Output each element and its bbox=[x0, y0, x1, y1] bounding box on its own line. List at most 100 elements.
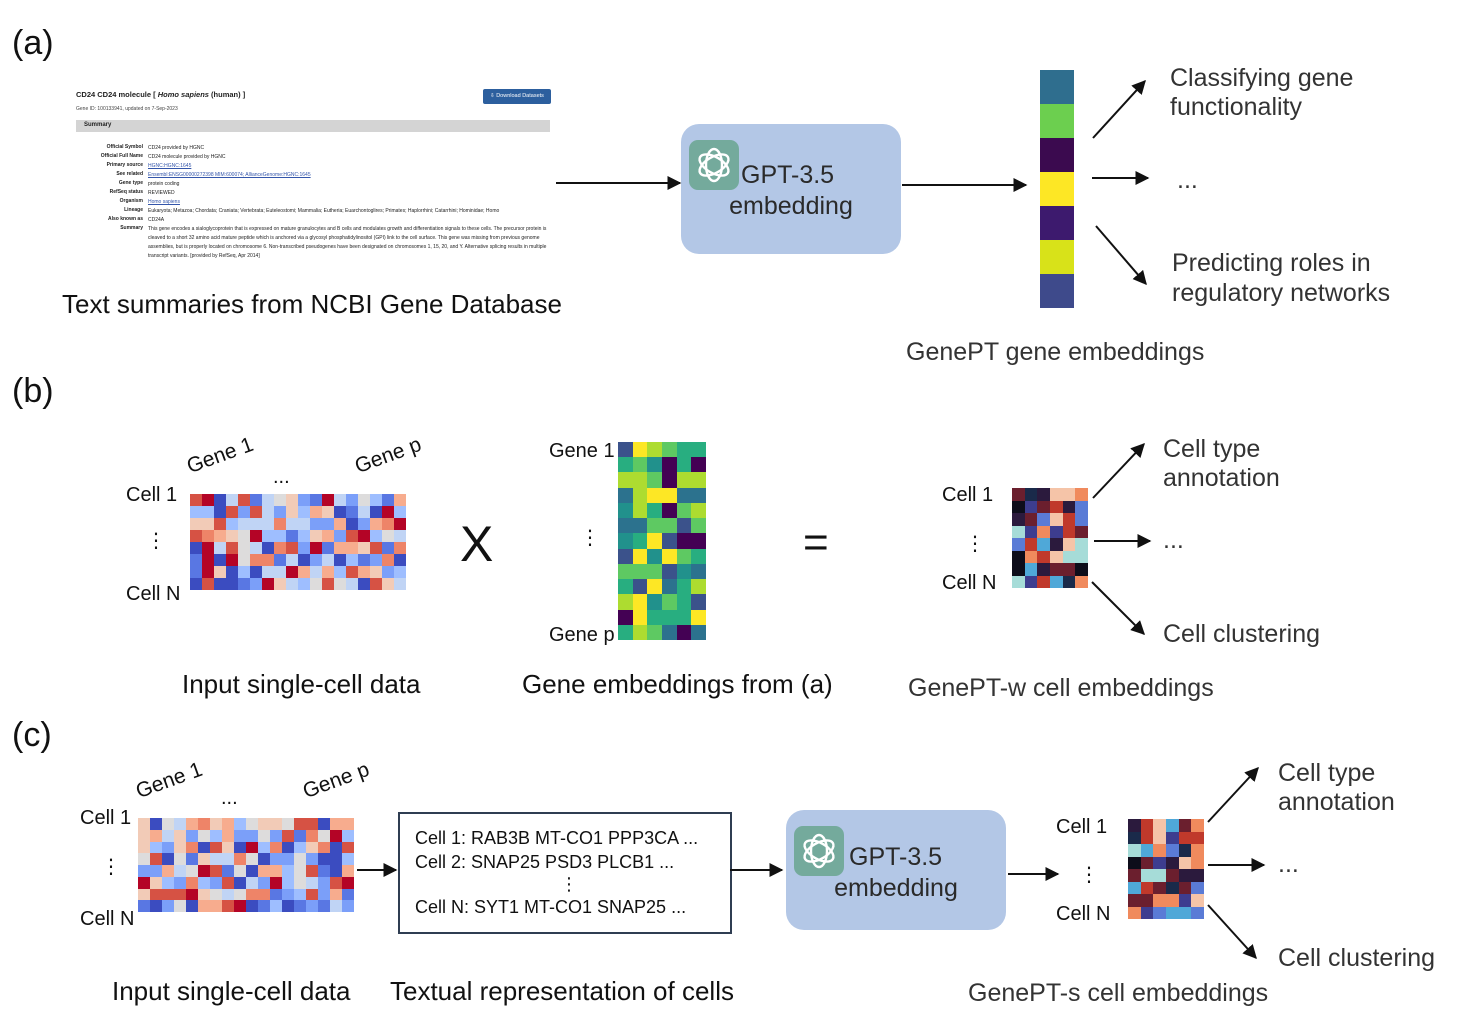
heatmap-cell bbox=[370, 554, 382, 566]
heatmap-cell bbox=[234, 829, 246, 842]
heatmap-cell bbox=[270, 841, 282, 854]
heatmap-cell bbox=[394, 578, 406, 590]
heatmap-cell bbox=[1153, 894, 1166, 907]
caption-input-c: Input single-cell data bbox=[112, 976, 351, 1006]
ncbi-field-value: Ensembl:ENSG00000272398 MIM:600074; Alli… bbox=[148, 172, 311, 178]
heatmap-cell bbox=[190, 554, 202, 566]
gpt-embedding-box-a: GPT-3.5 embedding bbox=[681, 124, 901, 254]
heatmap-cell bbox=[1178, 881, 1192, 894]
heatmap-cell bbox=[286, 494, 298, 506]
heatmap-cell bbox=[246, 829, 258, 842]
ncbi-field-key: Official Full Name bbox=[100, 153, 143, 159]
heatmap-cell bbox=[647, 594, 662, 610]
heatmap-cell bbox=[190, 542, 202, 554]
heatmap-cell bbox=[1050, 575, 1063, 588]
heatmap-cell bbox=[370, 578, 382, 590]
heatmap-cell bbox=[342, 888, 354, 901]
heatmap-cell bbox=[138, 876, 150, 889]
heatmap-cell bbox=[246, 876, 258, 889]
heatmap-cell bbox=[330, 865, 342, 877]
heatmap-cell bbox=[370, 506, 382, 518]
gene-embedding-vector bbox=[1040, 70, 1074, 308]
heatmap-cell bbox=[250, 566, 262, 578]
heatmap-cell bbox=[190, 518, 202, 530]
caption-gene-embeddings: GenePT gene embeddings bbox=[906, 338, 1205, 366]
ellipsis-c: ... bbox=[1278, 850, 1299, 878]
heatmap-cell bbox=[358, 506, 370, 518]
heatmap-cell bbox=[226, 530, 238, 542]
heatmap-cell bbox=[214, 530, 226, 542]
heatmap-cell bbox=[322, 530, 334, 542]
heatmap-cell bbox=[1050, 525, 1063, 538]
heatmap-cell bbox=[1037, 488, 1050, 501]
heatmap-cell bbox=[382, 530, 394, 542]
cell-embedding-heatmap-b bbox=[1012, 488, 1088, 588]
heatmap-cell bbox=[174, 818, 186, 830]
heatmap-cell bbox=[214, 518, 226, 530]
heatmap-cell bbox=[138, 900, 150, 912]
heatmap-cell bbox=[1037, 513, 1050, 526]
heatmap-cell bbox=[306, 818, 318, 830]
caption-genept-s: GenePT-s cell embeddings bbox=[968, 979, 1269, 1007]
heatmap-cell bbox=[294, 853, 306, 865]
heatmap-cell bbox=[1191, 869, 1204, 882]
heatmap-cell bbox=[394, 542, 406, 554]
heatmap-cell bbox=[382, 506, 394, 518]
heatmap-cell bbox=[662, 472, 677, 488]
heatmap-cell bbox=[234, 818, 246, 830]
heatmap-cell bbox=[286, 518, 298, 530]
out-vdots-b: ⋮ bbox=[965, 533, 985, 555]
heatmap-cell bbox=[691, 579, 706, 595]
heatmap-cell bbox=[647, 487, 662, 503]
heatmap-cell bbox=[691, 502, 706, 519]
heatmap-cell bbox=[234, 900, 246, 912]
heatmap-cell bbox=[1153, 881, 1166, 894]
heatmap-cell bbox=[632, 533, 648, 549]
heatmap-cell bbox=[647, 472, 662, 488]
heatmap-cell bbox=[618, 609, 633, 625]
heatmap-cell bbox=[138, 865, 150, 877]
gpt-label-a: GPT-3.5 bbox=[741, 161, 835, 189]
caption-input-b: Input single-cell data bbox=[182, 669, 421, 699]
heatmap-cell bbox=[676, 533, 692, 549]
heatmap-cell bbox=[186, 853, 198, 865]
heatmap-cell bbox=[676, 579, 692, 595]
heatmap-cell bbox=[1062, 550, 1076, 563]
heatmap-cell bbox=[618, 548, 633, 564]
ncbi-field-value: HGNC:HGNC:1645 bbox=[148, 163, 192, 169]
heatmap-cell bbox=[662, 624, 677, 640]
heatmap-cell bbox=[298, 578, 310, 590]
heatmap-cell bbox=[282, 829, 294, 842]
heatmap-cell bbox=[342, 818, 354, 830]
ellipsis-a: ... bbox=[1177, 166, 1198, 194]
heatmap-cell bbox=[238, 578, 250, 590]
heatmap-cell bbox=[318, 865, 330, 877]
heatmap-cell bbox=[1075, 513, 1088, 526]
heatmap-cell bbox=[370, 566, 382, 578]
ncbi-field-value: REVIEWED bbox=[148, 190, 175, 196]
text-line-cell1: Cell 1: RAB3B MT-CO1 PPP3CA ... bbox=[415, 828, 699, 848]
heatmap-cell bbox=[346, 530, 358, 542]
heatmap-cell bbox=[282, 853, 294, 865]
heatmap-cell bbox=[162, 876, 174, 889]
heatmap-cell bbox=[202, 554, 214, 566]
arrow-to-classify bbox=[1092, 79, 1146, 139]
heatmap-cell bbox=[202, 566, 214, 578]
heatmap-cell bbox=[618, 472, 633, 488]
gene-dots-c: ... bbox=[221, 787, 238, 809]
heatmap-cell bbox=[618, 624, 633, 640]
heatmap-cell bbox=[1075, 550, 1088, 563]
heatmap-cell bbox=[1062, 525, 1076, 538]
heatmap-cell bbox=[1178, 869, 1192, 882]
heatmap-cell bbox=[358, 554, 370, 566]
ncbi-field-key: Also known as bbox=[107, 216, 143, 222]
heatmap-cell bbox=[334, 506, 346, 518]
heatmap-cell bbox=[258, 829, 270, 842]
heatmap-cell bbox=[162, 829, 174, 842]
heatmap-cell bbox=[214, 554, 226, 566]
heatmap-cell bbox=[262, 578, 274, 590]
heatmap-cell bbox=[1012, 563, 1025, 576]
heatmap-cell bbox=[342, 841, 354, 854]
heatmap-cell bbox=[382, 554, 394, 566]
heatmap-cell bbox=[250, 494, 262, 506]
